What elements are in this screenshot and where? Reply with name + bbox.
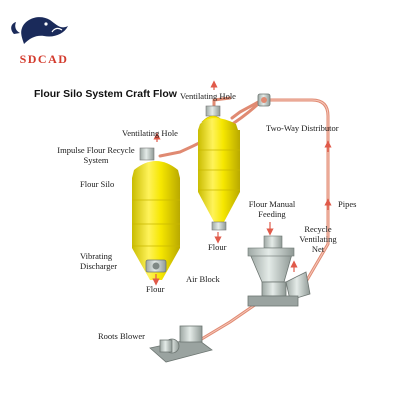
vibrating-discharger-icon	[145, 259, 167, 273]
label-flour-silo: Flour Silo	[80, 179, 115, 189]
label-roots-blower: Roots Blower	[98, 331, 145, 341]
two-way-distributor-icon	[257, 93, 271, 107]
flow-arrows	[152, 80, 332, 286]
label-ventilating-hole-left: Ventilating Hole	[122, 128, 178, 138]
label-recycle-1: Recycle	[304, 224, 332, 234]
label-recycle-2: Ventilating	[299, 234, 337, 244]
label-flour-manual-2: Feeding	[258, 209, 286, 219]
label-ventilating-hole-top: Ventilating Hole	[180, 91, 236, 101]
brand-name: SDCAD	[19, 52, 69, 66]
air-block-machine	[247, 235, 311, 307]
diagram-title: Flour Silo System Craft Flow	[34, 88, 177, 100]
label-vibrating-1: Vibrating	[80, 251, 113, 261]
label-flour-left: Flour	[146, 284, 165, 294]
label-recycle-3: Net	[311, 244, 325, 254]
label-impulse-recycle-1: Impulse Flour Recycle	[57, 145, 135, 155]
label-flour-manual-1: Flour Manual	[248, 199, 296, 209]
label-impulse-recycle-2: System	[83, 155, 109, 165]
label-vibrating-2: Discharger	[80, 261, 118, 271]
label-flour-right: Flour	[208, 242, 227, 252]
label-two-way-distributor: Two-Way Distributor	[266, 123, 339, 133]
flour-silo-right	[198, 105, 240, 231]
label-pipes: Pipes	[338, 199, 357, 209]
roots-blower-machine	[149, 325, 213, 363]
whale-logo-icon	[11, 17, 68, 44]
flour-silo-left	[132, 147, 180, 280]
label-air-block: Air Block	[186, 274, 220, 284]
